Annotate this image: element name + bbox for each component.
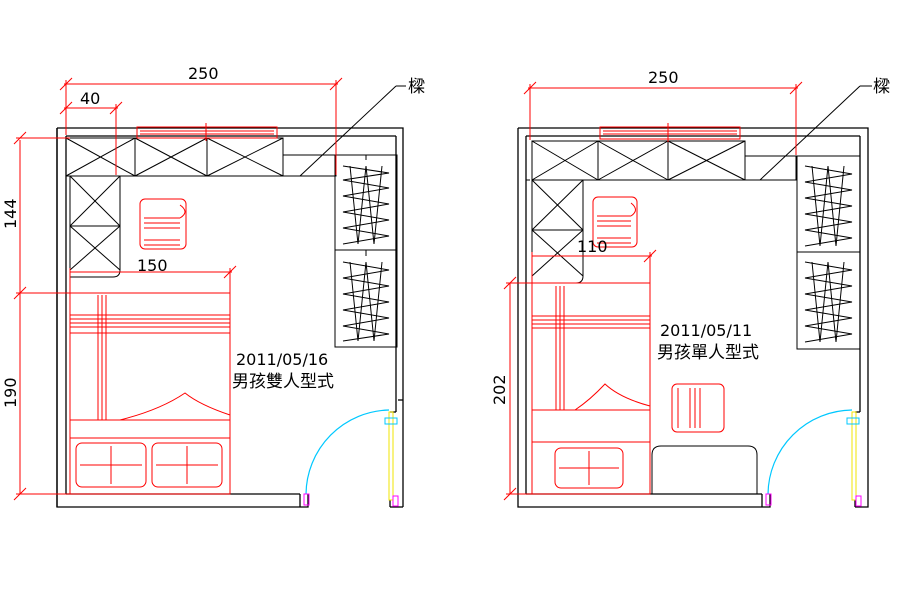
- dimensions: [13, 77, 343, 501]
- plan-caption: 男孩雙人型式: [232, 372, 334, 392]
- plan-right: 樑: [490, 68, 890, 508]
- dim-width-label: 250: [648, 68, 679, 87]
- beam: [526, 85, 872, 181]
- chair: [671, 383, 725, 433]
- upper-cabinets: [531, 140, 746, 181]
- plan-date: 2011/05/11: [660, 321, 752, 340]
- chair: [139, 198, 187, 250]
- dimensions: [503, 81, 803, 501]
- room-walls: [517, 127, 869, 508]
- desk: [651, 445, 758, 494]
- dim-bed-width-label: 110: [577, 237, 608, 256]
- dim-bed-width-label: 150: [137, 256, 168, 275]
- chair: [592, 196, 638, 248]
- side-cabinet: [69, 175, 121, 278]
- upper-cabinets: [65, 137, 284, 177]
- wardrobe: [334, 154, 398, 348]
- bed: [69, 292, 231, 495]
- side-cabinet: [531, 179, 584, 284]
- window: [599, 123, 741, 142]
- dim-upper-label: 144: [1, 198, 20, 229]
- dim-wardrobe-label: 40: [80, 89, 100, 108]
- door: [303, 409, 399, 507]
- plan-date: 2011/05/16: [236, 350, 328, 369]
- beam-label: 樑: [408, 77, 425, 97]
- door: [765, 409, 862, 507]
- window: [136, 123, 278, 141]
- wardrobe: [796, 155, 861, 350]
- bed: [531, 282, 651, 495]
- dim-bed-length-label: 202: [490, 374, 509, 405]
- plan-left: 樑: [1, 64, 425, 508]
- dim-bed-length-label: 190: [1, 377, 20, 408]
- dim-width-label: 250: [188, 64, 219, 83]
- plan-caption: 男孩單人型式: [657, 343, 759, 363]
- room-walls: [56, 127, 404, 508]
- beam-label: 樑: [873, 77, 890, 97]
